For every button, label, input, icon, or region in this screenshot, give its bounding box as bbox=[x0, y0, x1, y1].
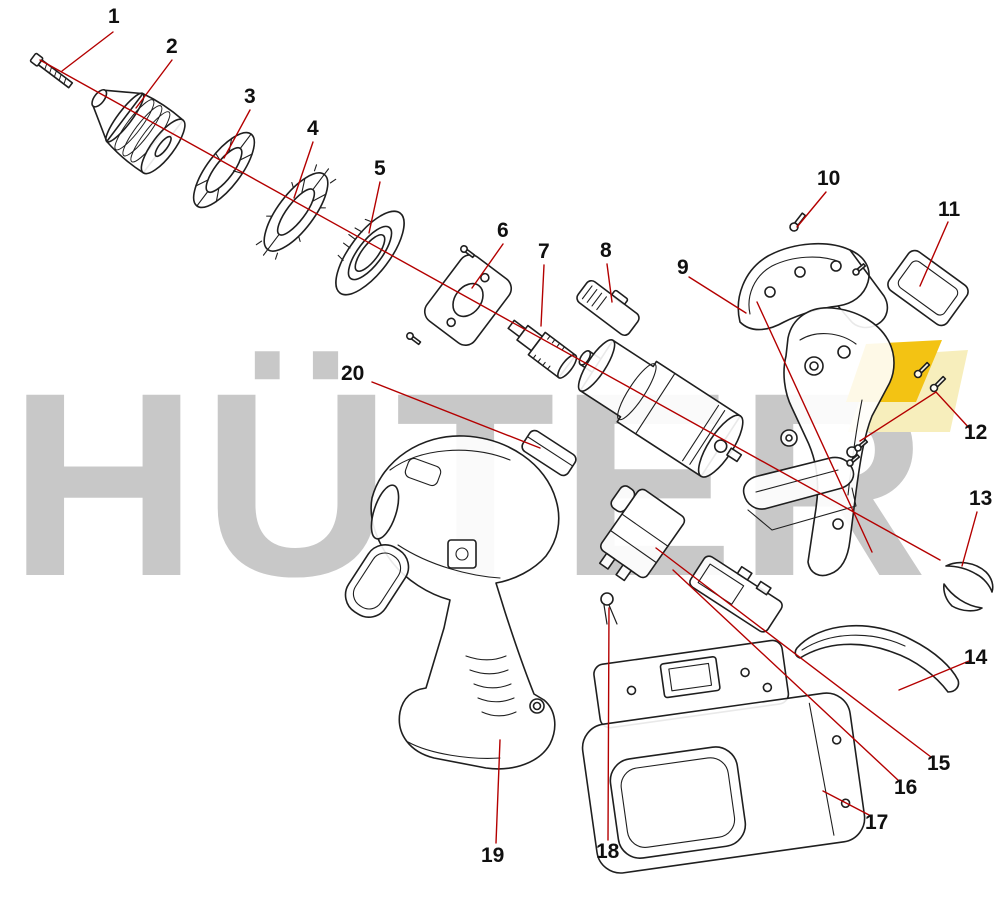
housing-screw-icon bbox=[854, 439, 869, 453]
part-trigger-switch bbox=[578, 478, 686, 590]
part-drill-chuck bbox=[75, 69, 192, 180]
plate-screw-icon bbox=[460, 245, 476, 259]
plate-screw-icon bbox=[406, 332, 422, 346]
part-label-9: 9 bbox=[677, 256, 689, 279]
part-gear-ring bbox=[247, 156, 346, 268]
part-spindle-shaft bbox=[503, 313, 580, 380]
part-label-12: 12 bbox=[964, 421, 988, 444]
part-label-10: 10 bbox=[817, 167, 841, 190]
part-label-8: 8 bbox=[600, 239, 612, 262]
part-label-3: 3 bbox=[244, 85, 256, 108]
part-label-20: 20 bbox=[341, 362, 365, 385]
part-label-13: 13 bbox=[969, 487, 993, 510]
leader-lines bbox=[40, 32, 977, 843]
part-clip bbox=[944, 563, 993, 611]
part-label-7: 7 bbox=[538, 240, 550, 263]
housing-screw-icon bbox=[846, 454, 861, 468]
part-label-19: 19 bbox=[481, 844, 505, 867]
part-label-17: 17 bbox=[865, 811, 889, 834]
part-label-6: 6 bbox=[497, 219, 509, 242]
part-selector-switch bbox=[575, 274, 645, 338]
part-cover-plate bbox=[885, 247, 971, 328]
part-label-15: 15 bbox=[927, 752, 951, 775]
part-screws-12 bbox=[913, 361, 947, 393]
part-ring-gear bbox=[183, 124, 264, 216]
part-main-housing bbox=[338, 436, 559, 769]
part-led-lamp bbox=[601, 593, 617, 624]
part-label-11: 11 bbox=[938, 198, 961, 221]
part-label-18: 18 bbox=[596, 840, 620, 863]
part-gearbox-plate bbox=[406, 245, 517, 350]
part-battery-pack bbox=[579, 639, 867, 876]
part-label-1: 1 bbox=[108, 5, 120, 28]
part-housing-shell bbox=[738, 244, 894, 576]
part-terminal-plate bbox=[688, 547, 789, 634]
part-motor bbox=[562, 326, 759, 489]
part-chuck-screw bbox=[30, 53, 74, 89]
part-belt-clip bbox=[795, 626, 958, 692]
part-label-14: 14 bbox=[964, 646, 988, 669]
part-label-4: 4 bbox=[307, 117, 319, 140]
axis-line bbox=[40, 60, 940, 560]
part-label-16: 16 bbox=[894, 776, 918, 799]
part-label-2: 2 bbox=[166, 35, 178, 58]
part-screw-10 bbox=[788, 212, 807, 233]
part-clutch-collar bbox=[318, 196, 417, 305]
part-label-5: 5 bbox=[374, 157, 386, 180]
housing-screw-icon bbox=[852, 263, 867, 277]
part-bit-holder bbox=[520, 428, 578, 478]
